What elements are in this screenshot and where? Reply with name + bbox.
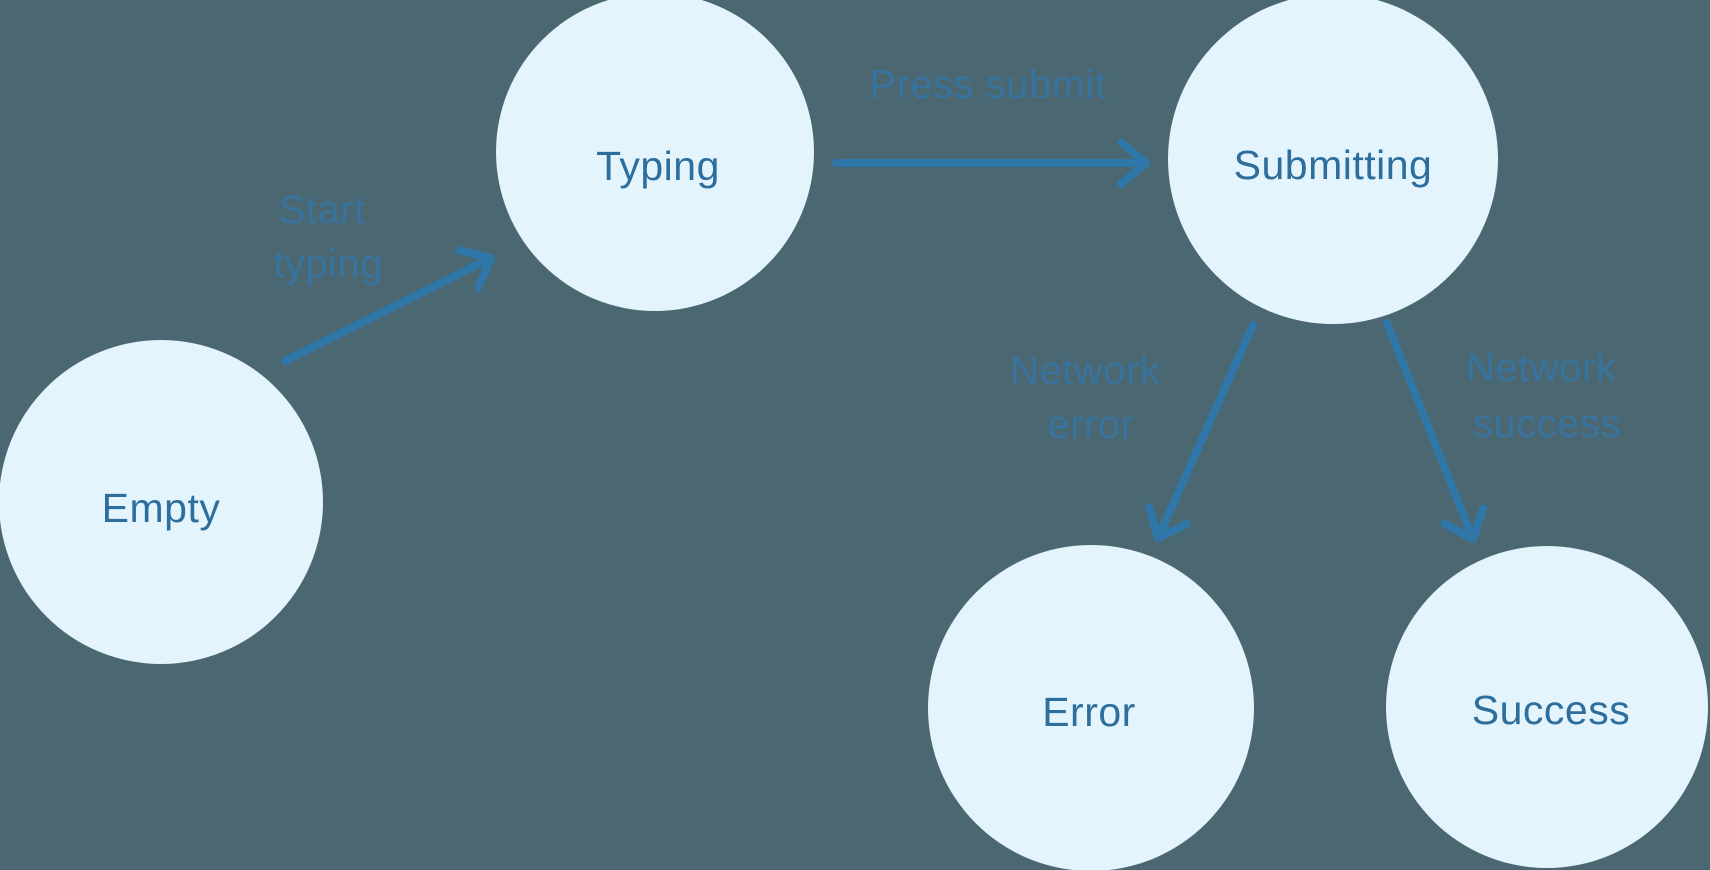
edge-start-typing: Start typing — [273, 188, 495, 365]
edge-label-press-submit: Press submit — [869, 63, 1106, 107]
edge-label-line: Network — [1010, 349, 1161, 393]
state-label-empty: Empty — [102, 485, 221, 531]
edge-label-start-typing: Start typing — [273, 188, 383, 286]
state-label-success: Success — [1472, 687, 1630, 733]
arrowhead-icon — [1440, 504, 1487, 543]
arrowhead-icon — [455, 246, 495, 292]
state-circle-submitting — [1168, 0, 1498, 324]
edge-network-success: Network success — [1383, 319, 1628, 543]
edge-line-network-error — [1154, 321, 1257, 542]
edge-label-network-success: Network success — [1466, 346, 1628, 446]
state-label-typing: Typing — [596, 143, 720, 189]
state-label-submitting: Submitting — [1234, 142, 1433, 188]
state-node-error: Error — [928, 545, 1254, 870]
state-node-submitting: Submitting — [1168, 0, 1498, 324]
state-circle-typing — [496, 0, 814, 311]
edge-label-line: Start — [279, 188, 366, 232]
edge-label-line: error — [1048, 403, 1135, 447]
state-circle-success — [1386, 546, 1708, 868]
edge-press-submit: Press submit — [832, 63, 1150, 188]
edge-label-line: typing — [273, 242, 383, 286]
edge-label-network-error: Network error — [1010, 349, 1172, 447]
arrowhead-icon — [1117, 138, 1150, 188]
state-node-success: Success — [1386, 546, 1708, 868]
state-node-empty: Empty — [0, 340, 323, 664]
edge-network-error: Network error — [1010, 321, 1257, 542]
edge-line-start-typing — [281, 254, 495, 365]
edge-label-line: Press submit — [869, 63, 1106, 107]
state-circle-empty — [0, 340, 323, 664]
state-label-error: Error — [1042, 689, 1136, 735]
edge-line-network-success — [1383, 319, 1477, 543]
state-node-typing: Typing — [496, 0, 814, 311]
edge-label-line: Network — [1466, 346, 1617, 390]
edge-label-line: success — [1473, 402, 1621, 446]
state-circle-error — [928, 545, 1254, 870]
arrowhead-icon — [1145, 503, 1191, 542]
